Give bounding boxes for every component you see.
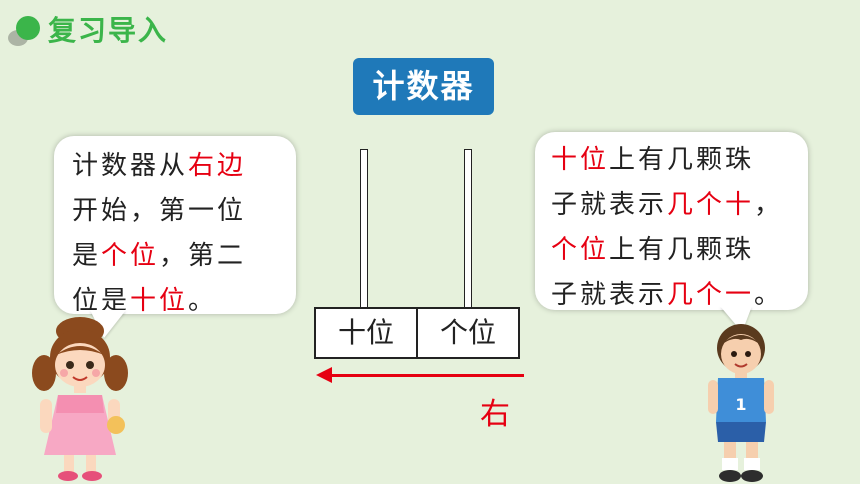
shirt-number: 1 [735, 395, 746, 414]
bubble-text: 子就表示 [551, 280, 668, 310]
highlight-text: 右边 [188, 151, 247, 181]
bubble-text: 。 [754, 280, 784, 310]
tens-rod [360, 149, 368, 308]
bubble-line: 个位上有几颗珠 [551, 228, 808, 273]
section-title: 复习导入 [48, 14, 169, 47]
bubble-line: 子就表示几个十， [551, 183, 808, 228]
direction-label: 右 [480, 397, 510, 432]
direction-arrow-line [326, 374, 524, 377]
bubble-text: 上有几颗珠 [609, 145, 755, 175]
bubble-text: ， [754, 190, 784, 220]
bubble-line: 十位上有几颗珠 [551, 138, 808, 183]
bubble-text: 。 [188, 286, 218, 316]
highlight-text: 个位 [551, 235, 610, 265]
highlight-text: 个位 [101, 241, 160, 271]
ones-place-cell: 个位 [416, 309, 518, 357]
highlight-text: 十位 [130, 286, 189, 316]
girl-speech-bubble: 计数器从右边 开始，第一位 是个位，第二 位是十位。 [54, 136, 296, 316]
bubble-line: 子就表示几个一。 [551, 273, 808, 318]
bubble-line: 计数器从右边 [72, 144, 296, 189]
bubble-text: 开始，第一位 [72, 196, 247, 226]
bubble-text: 计数器从 [72, 151, 189, 181]
highlight-text: 几个一 [667, 280, 755, 310]
ones-rod [464, 149, 472, 308]
bubble-text: 上有几颗珠 [609, 235, 755, 265]
bubble-text: 是 [72, 241, 102, 271]
girl-illustration [32, 317, 128, 481]
place-value-table: 十位 个位 [314, 307, 520, 359]
highlight-text: 几个十 [667, 190, 755, 220]
arrow-left-icon [316, 367, 332, 383]
bubble-line: 开始，第一位 [72, 189, 296, 234]
bubble-text: 子就表示 [551, 190, 668, 220]
bubble-text: ，第二 [159, 241, 247, 271]
boy-speech-bubble: 十位上有几颗珠 子就表示几个十， 个位上有几颗珠 子就表示几个一。 [535, 132, 808, 310]
boy-illustration: 1 [708, 324, 774, 482]
header-bullet-icon [16, 16, 40, 40]
highlight-text: 十位 [551, 145, 610, 175]
tens-place-cell: 十位 [337, 316, 394, 349]
bubble-line: 是个位，第二 [72, 234, 296, 279]
counter-title-badge: 计数器 [353, 58, 494, 115]
